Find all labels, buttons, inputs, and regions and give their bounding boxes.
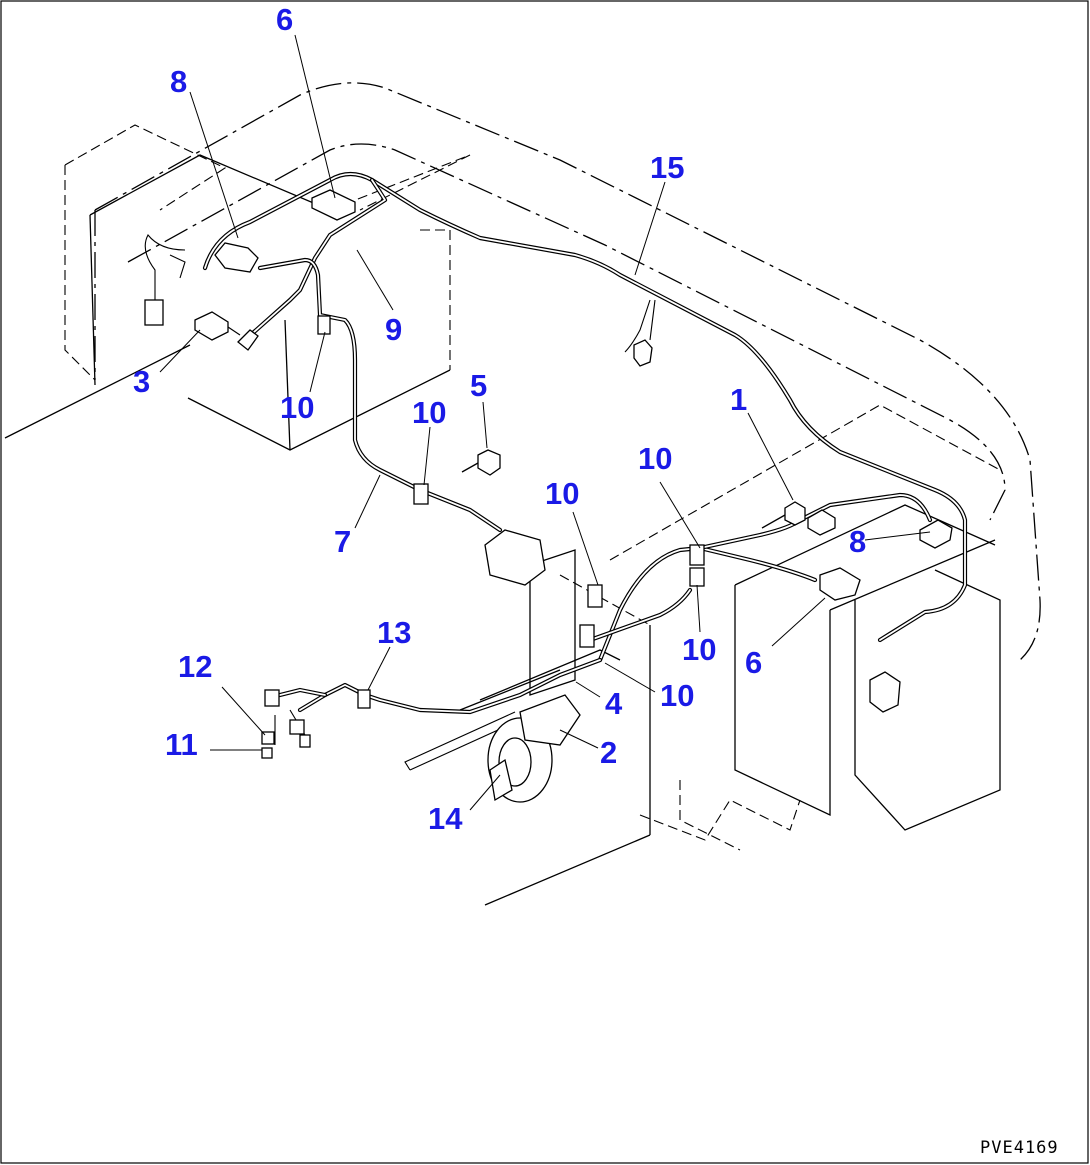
callout-5: 5: [470, 368, 487, 403]
callout-14: 14: [428, 801, 463, 836]
callout-13: 13: [377, 615, 411, 650]
callout-2: 2: [600, 735, 617, 770]
callout-10-left: 10: [280, 390, 314, 425]
callout-7: 7: [334, 524, 351, 559]
callout-10-center: 10: [545, 476, 579, 511]
callout-11: 11: [165, 727, 198, 762]
wiring-harnesses: [202, 171, 968, 715]
callout-10-right-upper: 10: [638, 441, 672, 476]
vehicle-body-outline: [4, 82, 1041, 906]
callout-3: 3: [133, 364, 150, 399]
callout-15: 15: [650, 150, 684, 185]
callout-6-top: 6: [276, 2, 293, 37]
callout-4: 4: [605, 686, 623, 721]
callout-10-bottom: 10: [660, 678, 694, 713]
callout-8-right: 8: [849, 524, 866, 559]
callout-6-right: 6: [745, 645, 762, 680]
callout-1: 1: [730, 382, 747, 417]
callout-8-top: 8: [170, 64, 187, 99]
callout-10-right-lower: 10: [682, 632, 716, 667]
callout-labels: 6 8 15 9 3 10 5 10 1 7 10 10 8 13 12 10 …: [133, 2, 866, 836]
leader-lines: [159, 34, 931, 811]
callout-10-upper-center: 10: [412, 395, 446, 430]
drawing-code: PVE4169: [980, 1138, 1059, 1158]
callout-9: 9: [385, 312, 402, 347]
callout-12: 12: [178, 649, 212, 684]
